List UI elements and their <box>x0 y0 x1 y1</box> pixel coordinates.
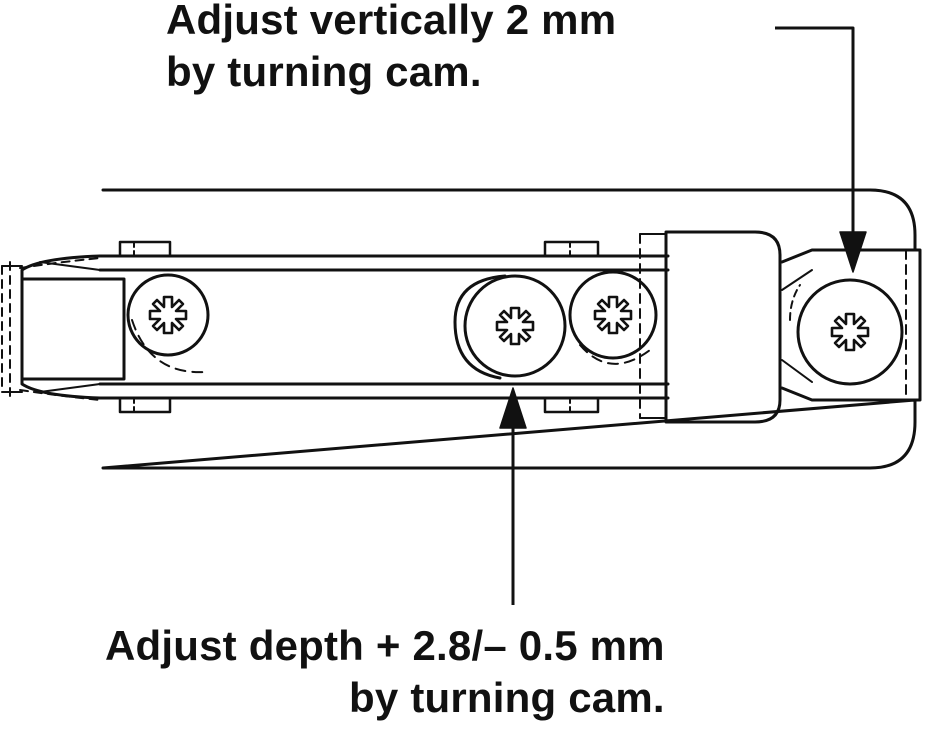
vertical-cam-housing <box>780 248 922 402</box>
vertical-cam <box>796 278 904 386</box>
depth-adjustment-line1: Adjust depth + 2.8/– 0.5 mm <box>105 622 665 669</box>
depth-cam <box>453 274 567 380</box>
screw-right <box>568 270 658 365</box>
arm-tabs <box>118 240 600 414</box>
screw-left <box>126 273 210 374</box>
vertical-adjustment-label: Adjust vertically 2 mm by turning cam. <box>166 0 616 98</box>
depth-adjustment-line2: by turning cam. <box>349 674 665 721</box>
arm-end-cap <box>1 257 126 401</box>
hinge-arm <box>20 254 670 400</box>
depth-adjustment-arrow <box>499 387 527 605</box>
hinge-block <box>639 230 782 424</box>
depth-adjustment-label: Adjust depth + 2.8/– 0.5 mm by turning c… <box>105 620 665 724</box>
mounting-plate <box>101 188 917 470</box>
vertical-adjustment-line2: by turning cam. <box>166 48 482 95</box>
vertical-adjustment-line1: Adjust vertically 2 mm <box>166 0 617 43</box>
vertical-adjustment-arrow <box>775 26 867 273</box>
